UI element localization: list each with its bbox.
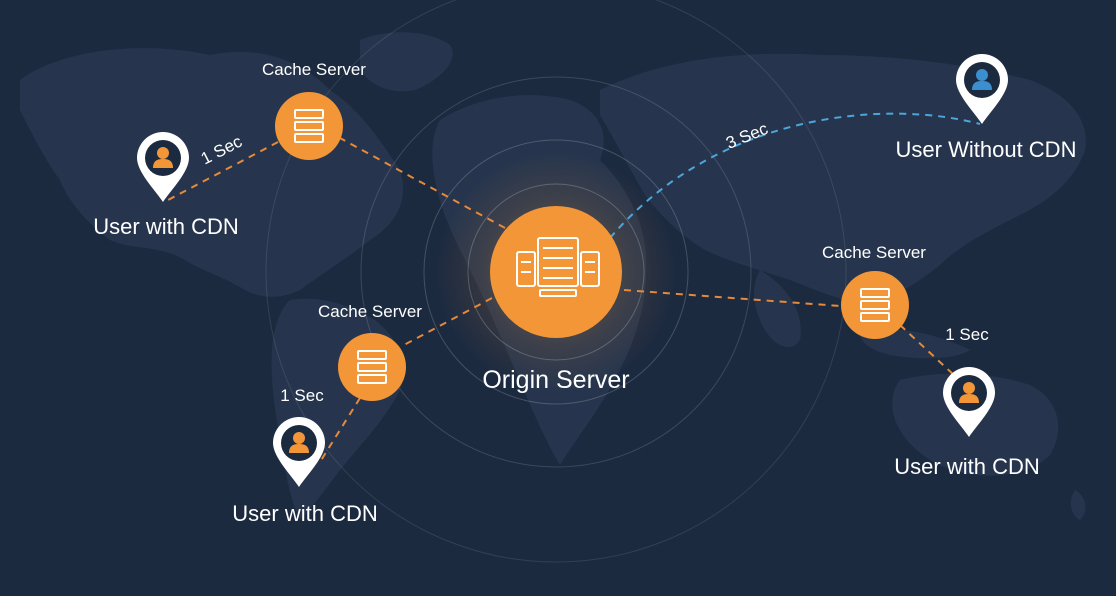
user-icon <box>959 382 979 403</box>
south-america-shape <box>271 298 404 520</box>
server-stack-icon <box>294 109 324 143</box>
origin-server <box>490 206 622 338</box>
link-origin-user-no-cdn <box>609 112 981 239</box>
latency-label-e: 1 Sec <box>945 325 989 344</box>
cache-server-e <box>841 271 909 339</box>
greenland-shape <box>360 32 453 92</box>
user-pin-sw <box>273 417 325 487</box>
server-stack-icon <box>357 350 387 384</box>
user-label-se: User with CDN <box>894 454 1039 479</box>
cache-server-label-e: Cache Server <box>822 243 926 262</box>
user-label-sw: User with CDN <box>232 501 377 526</box>
cache-server-label-nw: Cache Server <box>262 60 366 79</box>
south-asia-shape <box>754 270 801 348</box>
user-icon <box>972 69 992 90</box>
cache-server-circle <box>275 92 343 160</box>
new-zealand-shape <box>1070 490 1086 520</box>
user-pin-ne <box>956 54 1008 124</box>
user-icon <box>289 432 309 453</box>
cache-server-label-sw: Cache Server <box>318 302 422 321</box>
ring-3 <box>360 76 752 468</box>
latency-label-sw: 1 Sec <box>280 386 324 405</box>
cache-server-nw <box>275 92 343 160</box>
cache-server-circle <box>338 333 406 401</box>
user-label-nw: User with CDN <box>93 214 238 239</box>
server-rack-icon <box>516 237 600 297</box>
link-origin-cache-e <box>623 289 841 307</box>
north-america-shape <box>20 48 404 297</box>
user-pin-se <box>943 367 995 437</box>
user-pin-nw <box>137 132 189 202</box>
ring-outer <box>265 0 847 563</box>
link-origin-cache-nw <box>339 137 506 229</box>
cache-server-circle <box>841 271 909 339</box>
ring-2 <box>423 139 689 405</box>
origin-server-circle <box>490 206 622 338</box>
user-label-ne: User Without CDN <box>896 137 1077 162</box>
asia-shape <box>600 53 1086 305</box>
origin-server-label: Origin Server <box>482 366 629 394</box>
user-icon <box>153 147 173 168</box>
cache-server-sw <box>338 333 406 401</box>
cdn-links <box>167 137 956 463</box>
server-stack-icon <box>860 288 890 322</box>
link-origin-cache-sw <box>403 297 493 346</box>
